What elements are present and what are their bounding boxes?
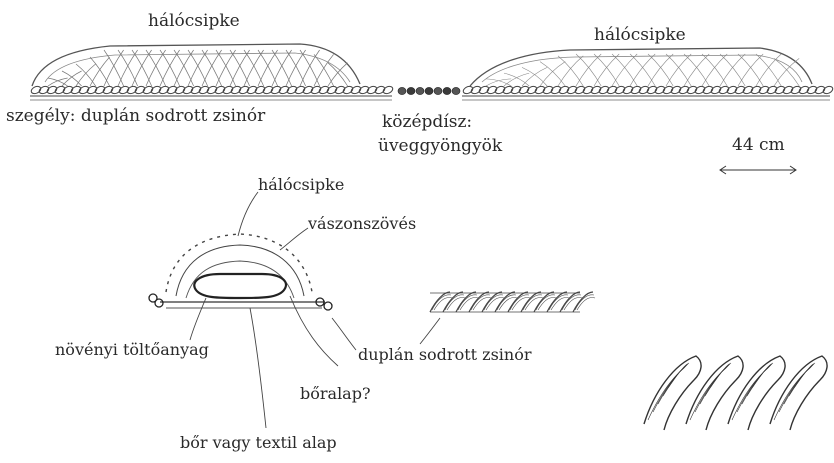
net-strand bbox=[666, 54, 691, 86]
net-strand bbox=[702, 54, 727, 86]
rope-hatch bbox=[564, 298, 582, 311]
rope-hatch bbox=[551, 298, 569, 311]
rope-hatch bbox=[499, 298, 517, 311]
net-strand bbox=[648, 54, 673, 86]
rope-hatch bbox=[575, 295, 594, 310]
label-double-twisted-cord: duplán sodrott zsinór bbox=[358, 345, 532, 364]
cord-detail-small bbox=[430, 292, 595, 312]
label-leather-base: bőralap? bbox=[300, 384, 371, 403]
label-net-lace-left: hálócsipke bbox=[148, 11, 240, 31]
net-strand bbox=[486, 79, 511, 86]
net-strand bbox=[738, 54, 763, 86]
left-border-cord bbox=[30, 85, 394, 95]
rope-hatch bbox=[577, 298, 595, 311]
rope-hatch bbox=[538, 298, 556, 311]
label-plant-filling: növényi töltőanyag bbox=[55, 340, 209, 359]
ply-hatch bbox=[779, 367, 811, 412]
net-strand bbox=[48, 78, 68, 86]
right-half-drawing bbox=[462, 48, 834, 100]
leader-cord-sample bbox=[420, 318, 440, 344]
left-net-lace-pattern bbox=[48, 50, 348, 86]
leader-plant-filling bbox=[190, 298, 206, 340]
ply-hatch bbox=[774, 368, 810, 420]
leader-tabby-weave bbox=[280, 228, 308, 250]
label-tabby-weave: vászonszövés bbox=[307, 214, 416, 233]
leader-net-lace bbox=[238, 192, 258, 236]
ply-hatch bbox=[690, 368, 726, 420]
glass-bead bbox=[443, 87, 451, 94]
ply-hatch bbox=[732, 368, 768, 420]
ply-strand bbox=[728, 356, 785, 430]
glass-bead bbox=[416, 87, 424, 94]
left-dome-outline bbox=[32, 44, 360, 86]
net-strand bbox=[720, 54, 745, 86]
rope-hatch bbox=[447, 298, 465, 311]
net-strand bbox=[648, 54, 673, 86]
centre-glass-beads bbox=[398, 87, 460, 94]
leader-leather-base bbox=[290, 296, 338, 366]
right-border-cord bbox=[462, 85, 834, 95]
rope-hatch bbox=[512, 298, 530, 311]
rope-hatch bbox=[473, 298, 491, 311]
net-strand bbox=[612, 54, 637, 86]
glass-bead bbox=[425, 87, 433, 94]
net-strand bbox=[594, 54, 619, 86]
scale-arrow bbox=[720, 166, 796, 174]
net-strand bbox=[314, 54, 334, 86]
net-strand bbox=[630, 54, 655, 86]
section-net-lace-arc bbox=[166, 234, 312, 292]
ply-hatch bbox=[653, 367, 685, 412]
label-scale: 44 cm bbox=[732, 135, 785, 155]
glass-bead bbox=[434, 87, 442, 94]
rope-hatch bbox=[525, 298, 543, 311]
net-strand bbox=[702, 54, 727, 86]
net-strand bbox=[630, 54, 655, 86]
cord-detail-large bbox=[644, 356, 827, 430]
ply-hatch bbox=[737, 367, 769, 412]
ply-hatch bbox=[648, 368, 684, 420]
label-centre-decoration-1: középdísz: bbox=[382, 112, 472, 132]
ply-strand bbox=[770, 356, 827, 430]
net-strand bbox=[486, 79, 511, 86]
rope-hatch bbox=[434, 298, 452, 311]
label-leather-or-textile-base: bőr vagy textil alap bbox=[180, 433, 337, 452]
net-strand bbox=[720, 54, 745, 86]
net-strand bbox=[314, 54, 334, 86]
label-centre-decoration-2: üveggyöngyök bbox=[378, 136, 503, 156]
rope-hatch bbox=[460, 298, 478, 311]
net-strand bbox=[666, 54, 691, 86]
ply-strand bbox=[686, 356, 743, 430]
net-strand bbox=[612, 54, 637, 86]
rope-hatch bbox=[486, 298, 504, 311]
net-strand bbox=[738, 54, 763, 86]
net-strand bbox=[594, 54, 619, 86]
section-leather-arc bbox=[186, 261, 294, 298]
net-strand bbox=[684, 54, 709, 86]
left-half-drawing bbox=[30, 44, 394, 100]
glass-bead bbox=[452, 87, 460, 94]
glass-bead bbox=[407, 87, 415, 94]
right-net-lace-pattern bbox=[486, 54, 799, 86]
ply-hatch bbox=[695, 367, 727, 412]
net-strand bbox=[684, 54, 709, 86]
cross-section-drawing bbox=[149, 234, 332, 310]
label-net-lace-section: hálócsipke bbox=[258, 175, 344, 194]
glass-bead bbox=[398, 87, 406, 94]
section-plant-filling bbox=[194, 274, 286, 298]
label-border: szegély: duplán sodrott zsinór bbox=[6, 106, 266, 126]
label-net-lace-right: hálócsipke bbox=[594, 25, 686, 45]
net-strand bbox=[48, 78, 68, 86]
leader-cord bbox=[332, 318, 356, 350]
leader-leather-textile-base bbox=[250, 308, 266, 428]
ply-strand bbox=[644, 356, 701, 430]
section-cord-left bbox=[149, 294, 163, 307]
